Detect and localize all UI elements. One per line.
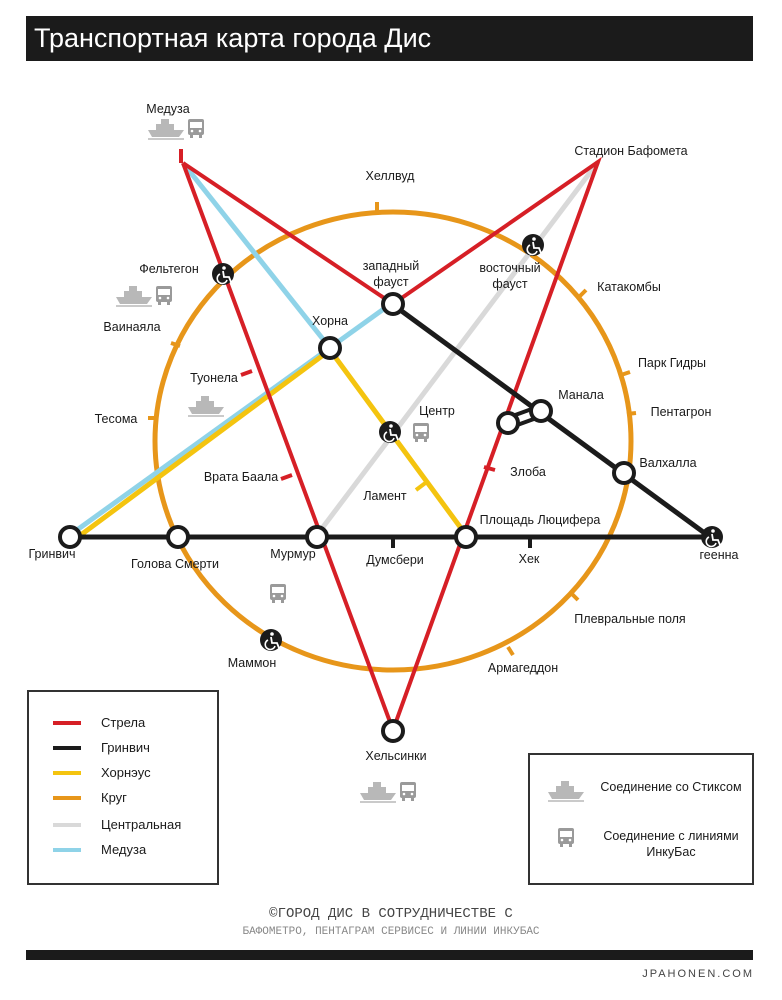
station-horna (318, 336, 342, 360)
label-tuonela: Туонела (190, 371, 238, 385)
page-title: Транспортная карта города Дис (26, 16, 753, 61)
label-horna: Хорна (312, 314, 348, 328)
label-grinvich: Гринвич (28, 547, 75, 561)
bus-icon (400, 782, 416, 801)
label-vostochny-2: фауст (492, 277, 527, 291)
wheelchair-icon (700, 525, 724, 549)
label-geenna: геенна (700, 548, 739, 562)
site-link[interactable]: JPAHONEN.COM (642, 968, 754, 980)
label-plevralnye: Плевральные поля (574, 612, 685, 626)
ship-icon (147, 118, 185, 140)
label-dumsberi: Думсбери (366, 553, 424, 567)
label-feltegon: Фельтегон (139, 262, 199, 276)
label-meduza: Медуза (146, 102, 190, 116)
label-vrata: Врата Баала (204, 470, 278, 484)
krug-ticks (148, 202, 637, 657)
station-murmur (305, 525, 329, 549)
ship-icon (359, 781, 397, 803)
label-vostochny-1: восточный (479, 261, 540, 275)
label-helsinki: Хельсинки (365, 749, 426, 763)
connection-key: Соединение со Стиксом Соединение с линия… (528, 753, 754, 885)
line-hornaus (72, 346, 469, 543)
station-valhalla (612, 461, 636, 485)
bus-icon (413, 423, 429, 442)
key-styx: Соединение со Стиксом (600, 780, 742, 794)
label-pentagron: Пентагрон (651, 405, 712, 419)
station-golova (166, 525, 190, 549)
label-katakomby: Катакомбы (597, 280, 661, 294)
label-zloba: Злоба (510, 465, 546, 479)
label-mammon: Маммон (228, 656, 277, 670)
line-krug (152, 209, 634, 673)
label-centr: Центр (419, 404, 455, 418)
ship-icon (547, 780, 585, 802)
station-helsinki (381, 719, 405, 743)
wheelchair-icon (378, 420, 402, 444)
label-tesoma: Тесома (95, 412, 138, 426)
station-grinvich (58, 525, 82, 549)
legend: Стрела Гринвич Хорнэус Круг Центральная … (27, 690, 219, 885)
label-ploshchad: Площадь Люцифера (480, 513, 601, 527)
station-manala-a (496, 411, 520, 435)
label-manala: Манала (558, 388, 604, 402)
label-hellvud: Хеллвуд (366, 169, 416, 183)
ship-icon (115, 285, 153, 307)
label-stadion: Стадион Бафомета (574, 144, 687, 158)
credits-line-2: БАФОМЕТРО, ПЕНТАГРАМ СЕРВИСЕС И ЛИНИИ ИН… (242, 926, 540, 938)
wheelchair-icon (259, 628, 283, 652)
label-armageddon: Армагеддон (488, 661, 558, 675)
station-zapadny-faust (381, 292, 405, 316)
station-manala-b (529, 399, 553, 423)
bus-icon (156, 286, 172, 305)
ship-icon (187, 395, 225, 417)
bus-icon (270, 584, 286, 603)
label-murmur: Мурмур (270, 547, 315, 561)
wheelchair-icon (521, 233, 545, 257)
label-lament: Ламент (363, 489, 407, 503)
label-park: Парк Гидры (638, 356, 706, 370)
label-vainayala: Ваинаяла (103, 320, 160, 334)
label-zapadny-1: западный (363, 259, 420, 273)
label-zapadny-2: фауст (373, 275, 408, 289)
bottom-bar (26, 950, 753, 960)
label-hek: Хек (519, 552, 540, 566)
interchange-stations (58, 292, 636, 743)
station-labels: Медуза Хеллвуд Стадион Бафомета Фельтего… (28, 102, 738, 763)
line-meduza (181, 161, 332, 350)
line-central (315, 160, 600, 537)
label-valhalla: Валхалла (639, 456, 696, 470)
key-incubus: Соединение с линиями ИнкуБас (603, 829, 739, 859)
credits-line-1: ©ГОРОД ДИС В СОТРУДНИЧЕСТВЕ С (269, 906, 513, 922)
label-golova: Голова Смерти (131, 557, 219, 571)
station-ploshchad (454, 525, 478, 549)
wheelchair-icon (211, 262, 235, 286)
bus-icon (188, 119, 204, 138)
bus-icon (558, 828, 574, 847)
